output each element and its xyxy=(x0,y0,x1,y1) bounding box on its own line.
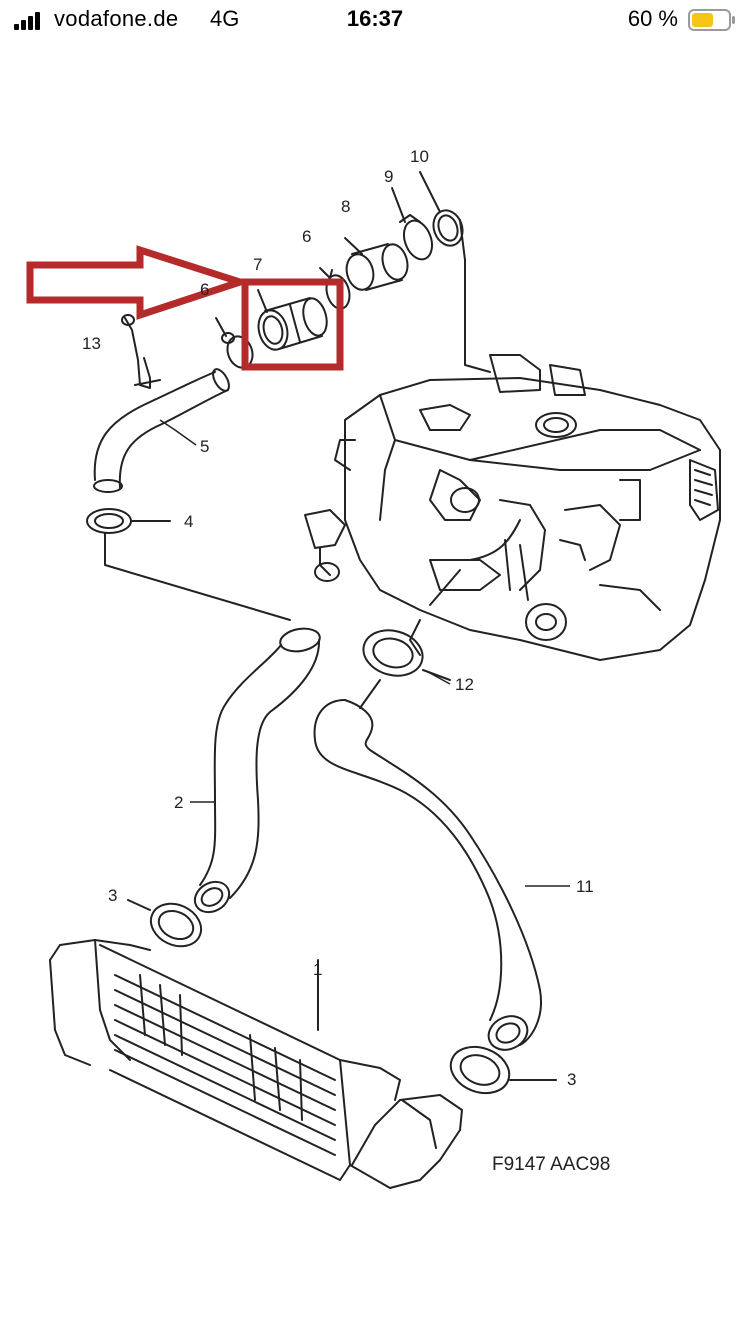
signal-strength-icon xyxy=(14,12,44,30)
hose-5 xyxy=(93,368,230,493)
pointer-arrow xyxy=(26,245,252,320)
label-13: 13 xyxy=(82,334,101,353)
connector-8 xyxy=(344,237,409,291)
label-3-left: 3 xyxy=(108,886,117,905)
label-2: 2 xyxy=(174,793,183,812)
seal-ring-10 xyxy=(419,171,491,373)
highlight-box xyxy=(241,278,344,371)
label-1: 1 xyxy=(313,960,322,979)
label-6-left: 6 xyxy=(200,280,209,299)
label-11: 11 xyxy=(576,877,594,896)
figure-code: F9147 AAC98 xyxy=(492,1154,610,1175)
highlight-annotation xyxy=(26,245,344,371)
label-3-right: 3 xyxy=(567,1070,576,1089)
clamp-9 xyxy=(391,187,434,261)
intercooler-hose-diagram: 10 9 8 6 7 6 13 5 4 12 2 11 3 1 3 F9147 … xyxy=(26,147,721,1189)
valve-assembly xyxy=(304,509,346,582)
label-7: 7 xyxy=(253,255,262,274)
label-leader-lines xyxy=(159,419,570,887)
network-type: 4G xyxy=(210,6,240,31)
parts-diagram-image: 10 9 8 6 7 6 13 5 4 12 2 11 3 1 3 F9147 … xyxy=(0,128,750,1210)
label-6-right: 6 xyxy=(302,227,311,246)
battery-icon xyxy=(688,9,735,31)
clamp-3-left xyxy=(127,899,203,948)
clamp-6-left xyxy=(215,317,254,369)
label-12: 12 xyxy=(455,675,474,694)
label-4: 4 xyxy=(184,512,193,531)
status-bar: vodafone.de 4G 16:37 60 % xyxy=(0,0,750,44)
clamp-12 xyxy=(359,569,461,709)
status-clock: 16:37 xyxy=(346,6,404,31)
clamp-4 xyxy=(86,508,171,534)
intercooler-1 xyxy=(49,939,463,1189)
label-10: 10 xyxy=(410,147,429,166)
leader-4-to-2 xyxy=(104,532,291,621)
bracket-13 xyxy=(121,314,161,389)
hose-11 xyxy=(313,699,542,1051)
battery-percentage: 60 % xyxy=(627,6,678,31)
part-labels: 10 9 8 6 7 6 13 5 4 12 2 11 3 1 3 xyxy=(82,147,594,1089)
hose-2 xyxy=(193,627,321,914)
label-9: 9 xyxy=(384,167,393,186)
label-5: 5 xyxy=(200,437,209,456)
engine-block xyxy=(334,354,721,661)
label-8: 8 xyxy=(341,197,350,216)
clamp-3-right xyxy=(449,1045,557,1095)
carrier-name: vodafone.de xyxy=(54,6,179,31)
connector-7 xyxy=(257,289,328,351)
